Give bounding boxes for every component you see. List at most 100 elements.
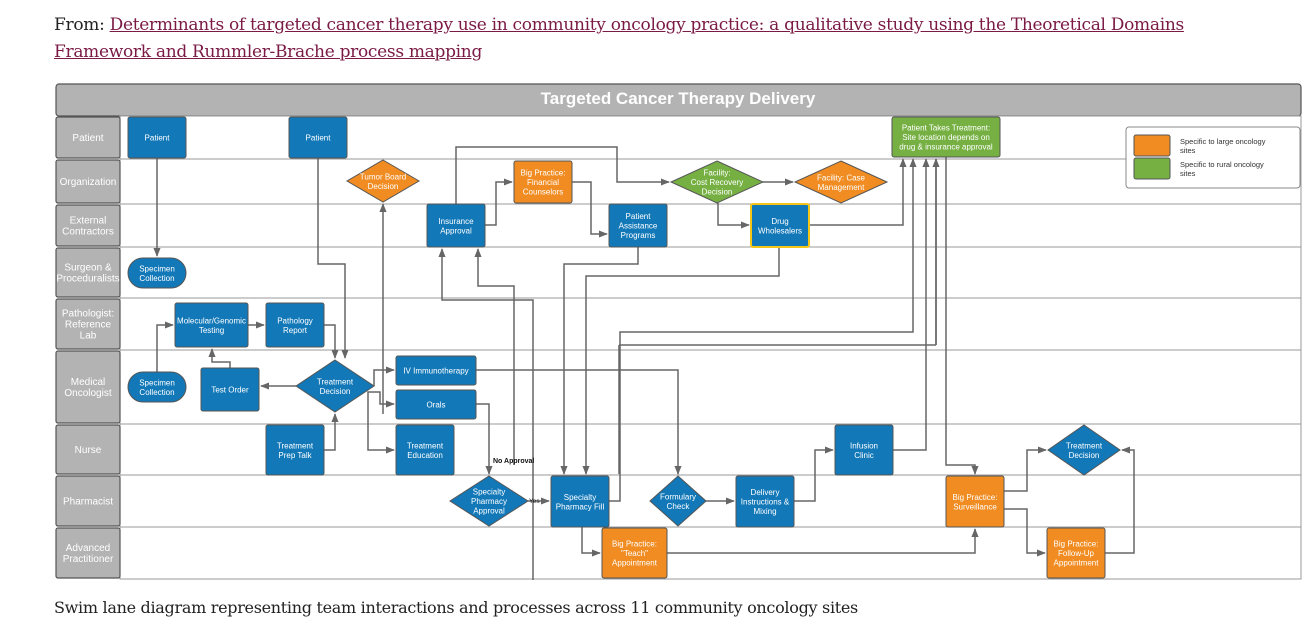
node-label: Orals — [426, 401, 445, 410]
node-label: Big Practice: — [521, 169, 566, 178]
node-label: Delivery — [751, 488, 780, 497]
connector-arrow — [324, 324, 339, 359]
process-shape — [395, 355, 477, 386]
lane-label: Oncologist — [64, 388, 111, 399]
connector-arrow — [367, 391, 395, 454]
process-shape — [834, 424, 894, 476]
node-teach[interactable]: Big Practice:"Teach"Appointment — [601, 527, 668, 579]
node-label: Prep Talk — [278, 451, 312, 460]
node-label: Big Practice: — [612, 540, 657, 549]
legend-label: Specific to rural oncology — [1180, 160, 1264, 169]
connector-arrow — [1105, 446, 1135, 554]
node-iv-immuno[interactable]: IV Immunotherapy — [395, 355, 477, 386]
node-label: Specialty — [473, 488, 505, 497]
edge-label-no-approval: No Approval — [493, 458, 534, 465]
node-label: Instructions & — [741, 498, 790, 507]
node-label: Insurance — [438, 217, 474, 226]
process-shape — [395, 389, 477, 420]
node-patient2[interactable]: Patient — [288, 116, 348, 159]
node-label: Appointment — [1054, 559, 1100, 568]
legend-swatch-rural-site — [1133, 157, 1171, 180]
node-label: Patient — [145, 134, 171, 143]
legend-label: sites — [1180, 169, 1196, 178]
connector-arrow — [208, 348, 231, 368]
article-link[interactable]: Determinants of targeted cancer therapy … — [54, 15, 1184, 62]
node-patient1[interactable]: Patient — [127, 116, 187, 159]
lane-label: Lab — [80, 331, 97, 342]
node-label: Treatment — [317, 377, 354, 386]
node-label: drug & insurance approval — [899, 143, 993, 152]
connector-arrow — [581, 527, 601, 557]
lane-label: Proceduralists — [56, 274, 119, 285]
node-patient-takes[interactable]: Patient Takes Treatment:Site location de… — [891, 116, 1001, 158]
process-shape — [1046, 527, 1106, 579]
lane-header-surgeon — [55, 247, 121, 298]
node-label: Big Practice: — [1054, 540, 1099, 549]
decision-shape — [295, 359, 375, 413]
node-label: Patient — [626, 212, 652, 221]
process-shape — [288, 116, 348, 159]
node-label: Clinic — [854, 451, 874, 460]
node-orals[interactable]: Orals — [395, 389, 477, 420]
node-label: Appointment — [612, 559, 658, 568]
terminal-shape — [127, 371, 187, 403]
lane-header-external — [55, 204, 121, 247]
lane-header-advanced — [55, 527, 121, 579]
lane-label: Reference — [65, 320, 112, 331]
lane-label: Contractors — [62, 227, 114, 238]
node-label: Molecular/Genomic — [177, 316, 246, 325]
connector-arrow — [893, 158, 930, 451]
connector-arrow — [374, 391, 395, 408]
process-shape — [426, 203, 486, 248]
connector-arrow — [667, 528, 979, 554]
connector-arrow — [1004, 508, 1046, 557]
diagram-title: Targeted Cancer Therapy Delivery — [541, 89, 816, 108]
node-label: Patient — [306, 134, 332, 143]
process-shape — [200, 367, 260, 412]
lane-surgeon — [119, 246, 1302, 299]
process-shape — [945, 475, 1005, 528]
connector-arrow — [485, 178, 513, 226]
connector-arrow — [582, 247, 780, 475]
node-surveillance[interactable]: Big Practice:Surveillance — [945, 475, 1005, 528]
process-shape — [891, 116, 1001, 158]
node-label: Education — [407, 451, 443, 460]
process-shape — [127, 116, 187, 159]
decision-shape — [1047, 424, 1121, 476]
connector-arrow — [476, 369, 682, 475]
node-test-order[interactable]: Test Order — [200, 367, 260, 412]
node-label: Treatment — [407, 441, 444, 450]
node-label: Decision — [702, 188, 733, 197]
node-label: Follow-Up — [1058, 549, 1095, 558]
decision-shape — [793, 160, 889, 204]
connector-arrow — [317, 158, 349, 359]
node-label: Specimen — [139, 378, 175, 387]
node-label: Decision — [1069, 451, 1100, 460]
source-citation: From: Determinants of targeted cancer th… — [54, 12, 1284, 66]
process-shape — [265, 302, 325, 348]
node-label: IV Immunotherapy — [403, 367, 468, 376]
node-label: Decision — [368, 182, 399, 191]
node-label: Formulary — [660, 492, 696, 501]
